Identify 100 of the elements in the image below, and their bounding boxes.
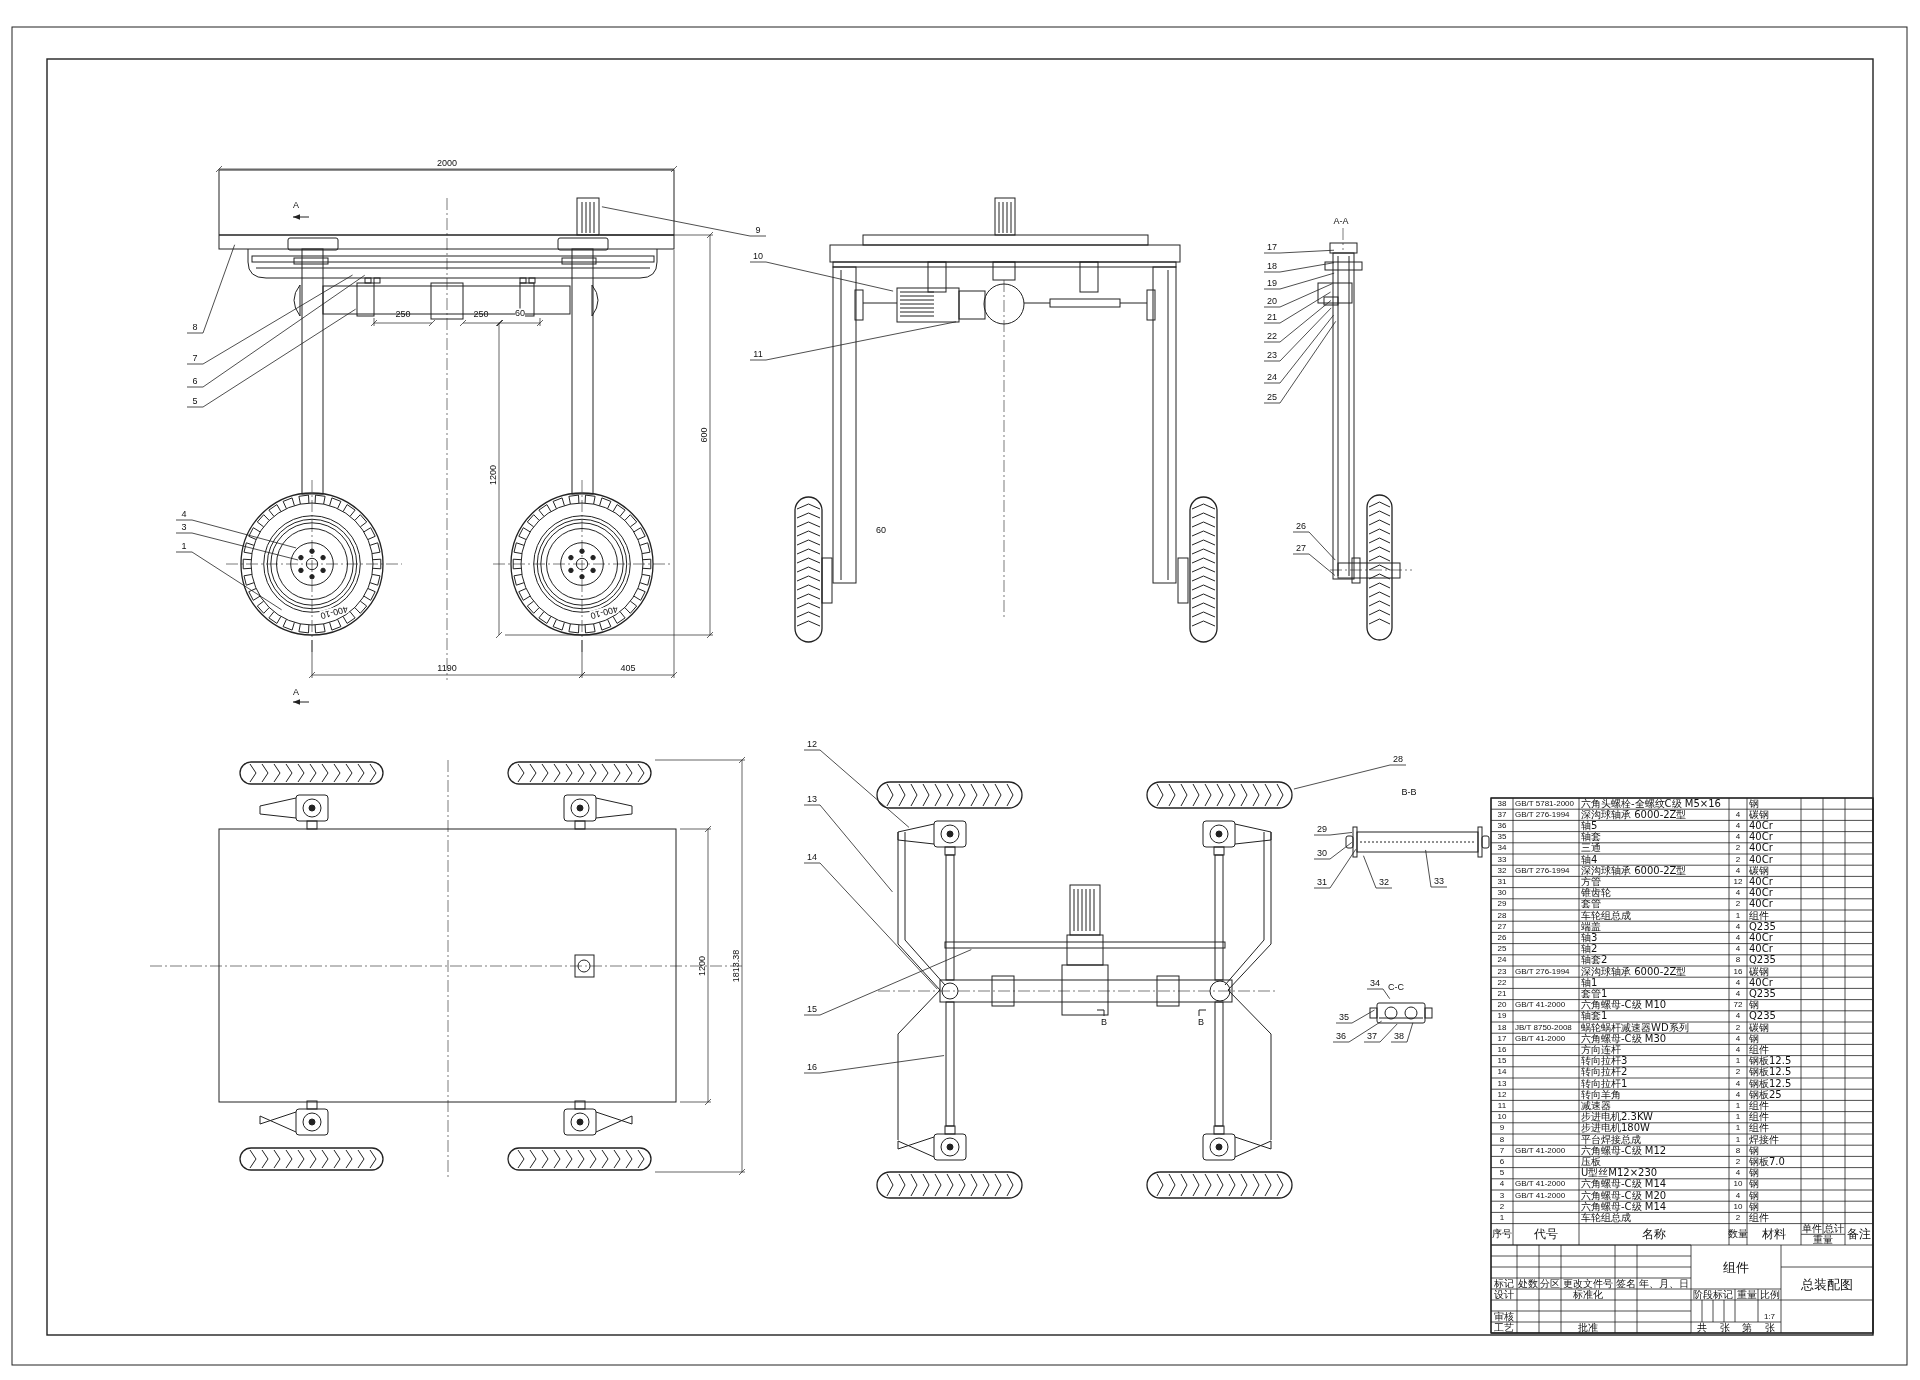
item-number: 27 (1497, 922, 1507, 931)
callout-number: 18 (1264, 260, 1280, 272)
leader-line (186, 274, 353, 365)
material: 组件 (1749, 1112, 1769, 1123)
item-number: 5 (1499, 1169, 1505, 1178)
callout-number: 28 (1390, 753, 1406, 765)
material: 碳钢 (1749, 1022, 1769, 1033)
column-header: 材料 (1762, 1228, 1786, 1241)
quantity: 4 (1735, 1090, 1741, 1099)
callout-number: 6 (187, 375, 203, 387)
item-number: 6 (1499, 1158, 1505, 1166)
part-name: 六角螺母-C级 M10 (1581, 1000, 1667, 1011)
leader-line (1313, 842, 1353, 860)
part-name: 蜗轮蜗杆减速器WD系列 (1581, 1022, 1689, 1033)
item-number: 7 (1499, 1146, 1505, 1155)
section-b-drawing (1345, 826, 1490, 858)
callout-number: 9 (750, 224, 766, 236)
material: 40Cr (1749, 854, 1773, 865)
leader-line (186, 308, 357, 408)
quantity: 1 (1735, 1135, 1741, 1144)
dimension-text: 1200 (488, 465, 498, 485)
quantity: 16 (1733, 967, 1743, 976)
title-block-text: 签名 (1616, 1278, 1636, 1289)
leader-line (1292, 553, 1336, 576)
view-label: A (293, 200, 299, 210)
part-name: 套管 (1581, 899, 1601, 910)
callout-number: 21 (1264, 311, 1280, 323)
item-number: 4 (1499, 1180, 1505, 1189)
column-header: 代号 (1534, 1228, 1558, 1241)
item-number: 10 (1497, 1113, 1507, 1122)
quantity: 1 (1735, 1057, 1741, 1066)
part-name: 轴套 (1581, 832, 1601, 843)
part-name: 套管1 (1581, 989, 1608, 999)
standard-code: GB/T 41-2000 (1515, 1146, 1566, 1155)
standard-code: JB/T 8750-2008 (1515, 1023, 1572, 1032)
chassis-top-view-drawing (876, 781, 1293, 1199)
leader-line (1363, 1023, 1398, 1043)
leader-line (1263, 300, 1332, 343)
part-name: 车轮组总成 (1581, 910, 1631, 921)
material: 钢 (1749, 1201, 1759, 1212)
material: Q235 (1749, 1011, 1776, 1022)
item-number: 23 (1497, 967, 1507, 976)
material: 40Cr (1749, 877, 1773, 887)
part-name: 六角螺母-C级 M14 (1581, 1179, 1667, 1190)
quantity: 2 (1735, 855, 1741, 864)
item-number: 34 (1497, 844, 1507, 853)
item-number: 16 (1497, 1046, 1507, 1054)
leader-line (1293, 764, 1407, 790)
material: 碳钢 (1749, 865, 1769, 876)
callout-number: 12 (804, 738, 820, 750)
callout-number: 32 (1376, 876, 1392, 888)
part-name: 六角螺母-C级 M30 (1581, 1033, 1667, 1044)
quantity: 1 (1735, 1113, 1741, 1122)
callout-number: 15 (804, 1003, 820, 1015)
quantity: 4 (1735, 922, 1741, 931)
leader-line (601, 206, 767, 237)
part-name: 转向拉杆1 (1581, 1078, 1628, 1089)
title-block-text: 批准 (1578, 1322, 1598, 1333)
item-number: 20 (1497, 1001, 1507, 1010)
dimension-text: 250 (395, 309, 411, 319)
material: 40Cr (1749, 843, 1773, 854)
callout-number: 25 (1264, 391, 1280, 403)
part-name: 转向拉杆3 (1581, 1056, 1628, 1067)
title-block-text: 审核 (1494, 1311, 1514, 1322)
part-name: 方管 (1581, 877, 1601, 887)
part-name: 轴1 (1581, 977, 1598, 988)
part-name: 转向拉杆2 (1581, 1067, 1628, 1078)
leader-line (1263, 283, 1333, 308)
standard-code: GB/T 41-2000 (1515, 1191, 1566, 1200)
title-block-text: 重量 (1736, 1289, 1757, 1300)
material: 40Cr (1749, 821, 1773, 831)
item-number: 37 (1497, 810, 1507, 819)
item-number: 8 (1499, 1135, 1505, 1144)
part-name: 锥齿轮 (1581, 888, 1611, 899)
standard-code: GB/T 41-2000 (1515, 1180, 1566, 1189)
quantity: 4 (1735, 945, 1741, 954)
part-name: 轴2 (1581, 944, 1598, 955)
item-number: 9 (1499, 1124, 1505, 1133)
leader-line (1263, 262, 1335, 273)
callout-number: 29 (1314, 823, 1330, 835)
leader-line (1335, 1009, 1375, 1024)
material: 钢 (1749, 1033, 1759, 1044)
part-name: 轴5 (1581, 821, 1598, 831)
item-number: 14 (1497, 1068, 1507, 1077)
dimension-text: 1200 (697, 956, 707, 976)
callout-number: 17 (1264, 241, 1280, 253)
material: 40Cr (1749, 933, 1773, 943)
part-name: 轴4 (1581, 854, 1598, 865)
part-name: 轴套2 (1581, 955, 1608, 966)
callout-number: 13 (804, 793, 820, 805)
quantity: 2 (1735, 844, 1741, 853)
callout-number: 38 (1391, 1030, 1407, 1042)
leader-line (803, 804, 893, 893)
dimension-text: 250 (473, 309, 489, 319)
callout-number: 16 (804, 1061, 820, 1073)
leader-line (1263, 272, 1335, 290)
view-label: A (293, 687, 299, 697)
title-block-text: 比例 (1759, 1289, 1780, 1300)
item-number: 15 (1497, 1057, 1507, 1066)
item-number: 31 (1497, 878, 1507, 886)
